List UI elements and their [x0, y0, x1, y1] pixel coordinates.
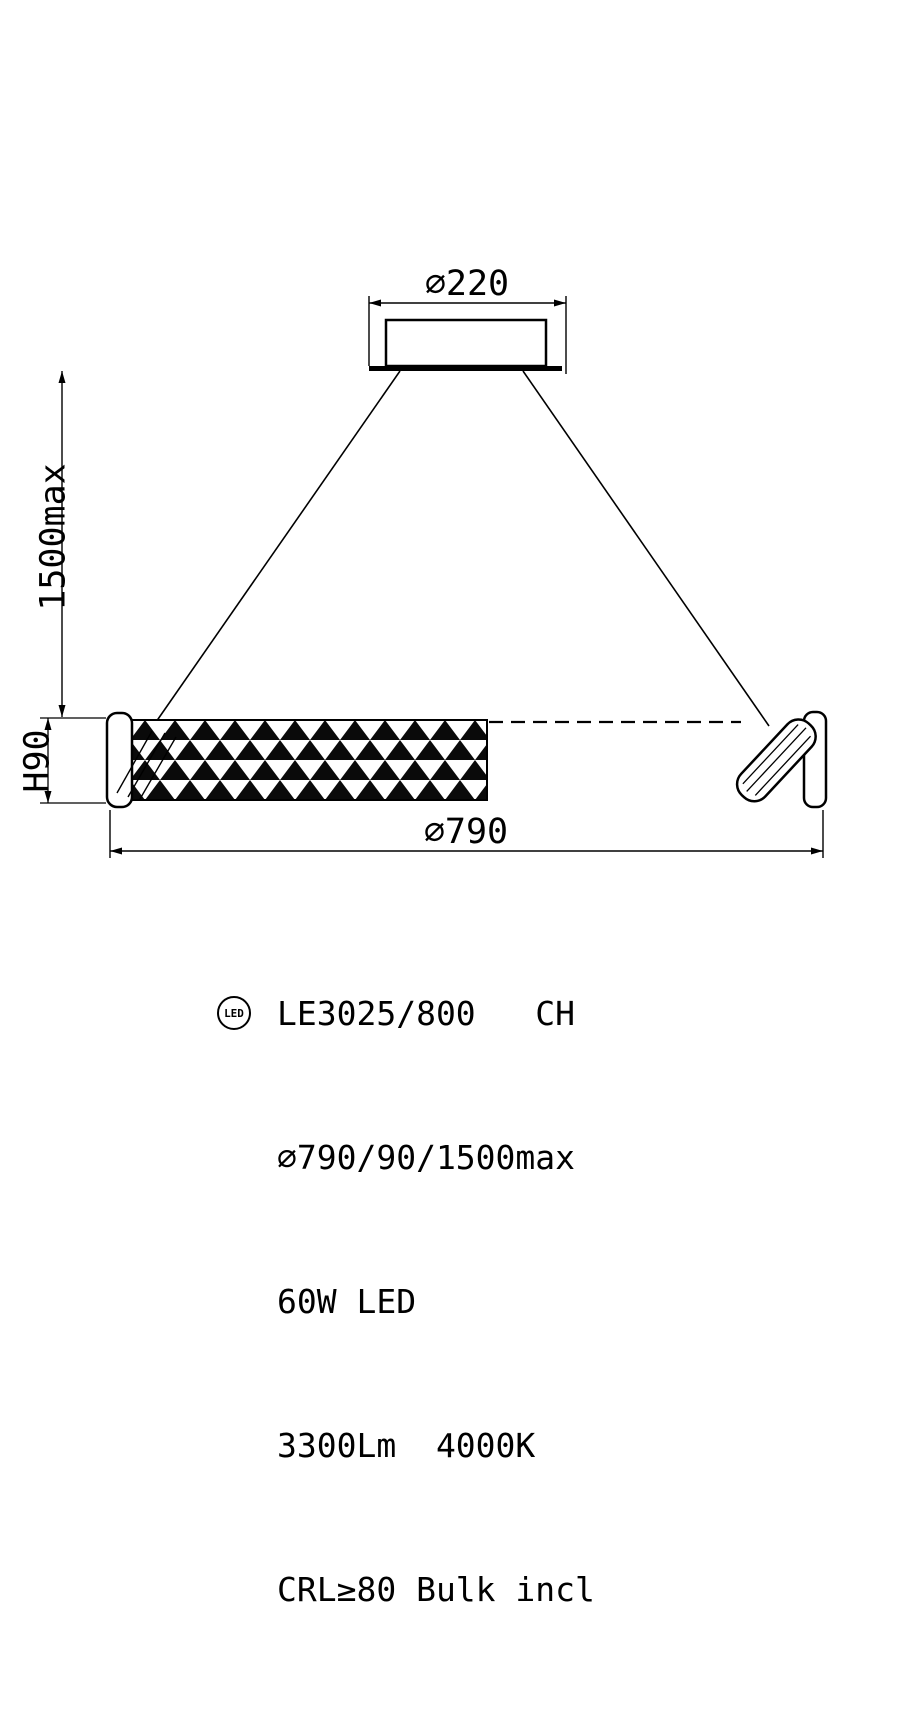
ring-right-edge: [735, 710, 828, 809]
ring-height-label: H90: [17, 729, 57, 792]
spec-block: LE3025/800 CH ⌀790/90/1500max 60W LED 33…: [277, 894, 595, 1710]
spec-wattage: 60W LED: [277, 1282, 417, 1321]
ceiling-plate: [369, 366, 562, 371]
spec-model: LE3025/800 CH: [277, 994, 576, 1033]
ceiling-canopy: [369, 318, 562, 371]
drawing-svg: ⌀220 1500max H90: [17, 264, 828, 858]
edge-hatch: [746, 727, 807, 792]
canopy-box: [384, 318, 548, 368]
spec-cri-bulb: CRL≥80 Bulk incl: [277, 1570, 595, 1609]
drop-height-label: 1500max: [33, 463, 73, 611]
technical-drawing: ⌀220 1500max H90: [17, 264, 828, 1609]
dimension-ring-height: [40, 717, 106, 804]
ring-side-view: [105, 710, 828, 809]
spec-dimensions: ⌀790/90/1500max: [277, 1138, 576, 1177]
ring-left-cap: [105, 711, 177, 809]
spec-lumen-temp: 3300Lm 4000K: [277, 1426, 536, 1465]
ring-diameter-label: ⌀790: [424, 812, 508, 852]
left-cap-body: [105, 711, 134, 809]
suspension-wire-right: [522, 370, 770, 727]
dimension-ring-diameter: [109, 810, 824, 858]
edge-hatch: [754, 735, 812, 796]
cap-hatch: [127, 732, 166, 798]
dimension-canopy-diameter: [368, 296, 567, 374]
ring-crystal-band: [129, 719, 488, 801]
canopy-diameter-label: ⌀220: [425, 264, 509, 304]
right-edge-band: [735, 718, 817, 803]
cap-hatch: [139, 736, 177, 800]
edge-hatch: [742, 724, 799, 785]
cap-hatch: [116, 730, 153, 794]
led-badge-label: LED: [224, 1006, 244, 1020]
led-badge-icon: LED: [217, 996, 251, 1030]
suspension-wire-left: [155, 370, 401, 723]
